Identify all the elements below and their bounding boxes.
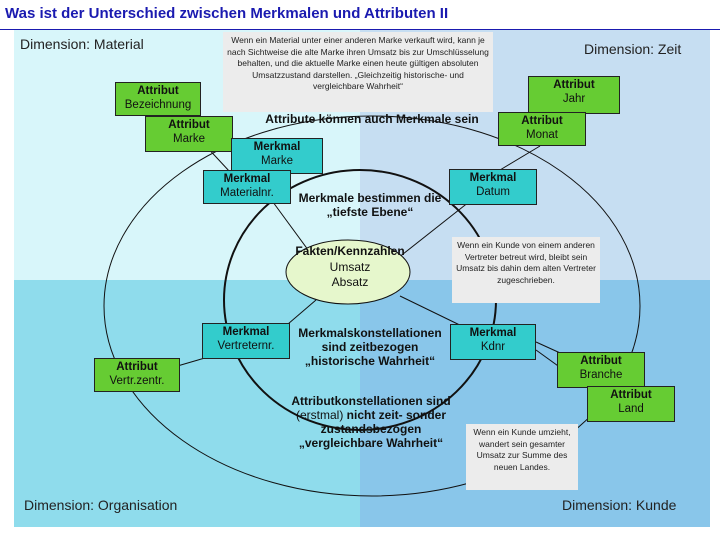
- attribute-branche-kind: Attribut: [580, 355, 622, 367]
- attribute-branche-box: Attribut Branche: [557, 352, 645, 388]
- attribute-monat-name: Monat: [526, 129, 558, 141]
- caption-konst-l3: „historische Wahrheit“: [304, 354, 436, 368]
- caption-attrk-l4: „vergleichbare Wahrheit“: [298, 436, 444, 450]
- caption-merkmalskonstellationen: Merkmalskonstellationen sind zeitbezogen…: [288, 326, 452, 368]
- core-ellipse: [285, 239, 411, 305]
- attribute-bezeichnung-box: Attribut Bezeichnung: [115, 82, 201, 116]
- attribute-vertr-zentr-kind: Attribut: [116, 361, 158, 373]
- caption-attrk-l2a: (erstmal): [295, 408, 344, 422]
- feature-marke-box: Merkmal Marke: [231, 138, 323, 174]
- attribute-bezeichnung-kind: Attribut: [137, 85, 179, 97]
- attribute-marke-kind: Attribut: [168, 119, 210, 131]
- attribute-jahr-kind: Attribut: [553, 79, 595, 91]
- title-divider: [0, 29, 720, 30]
- feature-vertreternr-name: Vertreternr.: [217, 340, 275, 352]
- feature-datum-name: Datum: [476, 186, 510, 198]
- outer-ellipse: [103, 115, 641, 497]
- connector-datum-monat: [499, 145, 541, 171]
- caption-attribute-merkmale: Attribute können auch Merkmale sein: [262, 112, 482, 126]
- feature-marke-name: Marke: [261, 155, 293, 167]
- attribute-monat-kind: Attribut: [521, 115, 563, 127]
- note-vertreter: Wenn ein Kunde von einem anderen Vertret…: [452, 237, 600, 303]
- attribute-marke-box: Attribut Marke: [145, 116, 233, 152]
- dimension-kunde-label: Dimension: Kunde: [562, 497, 677, 513]
- attribute-marke-name: Marke: [173, 133, 205, 145]
- feature-vertreternr-kind: Merkmal: [222, 326, 270, 338]
- feature-materialnr-name: Materialnr.: [220, 187, 274, 199]
- feature-kdnr-box: Merkmal Kdnr: [450, 324, 536, 360]
- core-title: Fakten/Kennzahlen: [295, 244, 405, 258]
- attribute-vertr-zentr-box: Attribut Vertr.zentr.: [94, 358, 180, 392]
- core-line-absatz: Absatz: [331, 275, 369, 289]
- dimension-organisation-label: Dimension: Organisation: [24, 497, 178, 513]
- caption-attrk-l3: zustandsbezogen: [320, 422, 422, 436]
- core-line-umsatz: Umsatz: [329, 260, 371, 274]
- caption-attrk-l2b: nicht zeit- sonder: [343, 408, 447, 422]
- attribute-jahr-box: Attribut Jahr: [528, 76, 620, 114]
- feature-marke-kind: Merkmal: [253, 141, 301, 153]
- caption-attribute-merkmale-text: Attribute können auch Merkmale sein: [265, 112, 479, 126]
- attribute-bezeichnung-name: Bezeichnung: [124, 99, 192, 111]
- quadrant-organisation: [14, 280, 360, 527]
- dimension-zeit-label: Dimension: Zeit: [584, 41, 682, 57]
- feature-datum-kind: Merkmal: [469, 172, 517, 184]
- attribute-monat-box: Attribut Monat: [498, 112, 586, 146]
- caption-konst-l2: sind zeitbezogen: [321, 340, 419, 354]
- feature-materialnr-box: Merkmal Materialnr.: [203, 170, 291, 204]
- attribute-vertr-zentr-name: Vertr.zentr.: [109, 375, 165, 387]
- note-kunde: Wenn ein Kunde umzieht, wandert sein ges…: [466, 424, 578, 490]
- caption-attrk-l1: Attributkonstellationen sind: [291, 394, 451, 408]
- attribute-jahr-name: Jahr: [562, 93, 586, 105]
- caption-merkmale-ebene: Merkmale bestimmen die „tiefste Ebene“: [290, 191, 450, 219]
- connector-core-datum: [397, 197, 475, 259]
- page-title: Was ist der Unterschied zwischen Merkmal…: [5, 5, 449, 22]
- caption-attributkonstellationen: Attributkonstellationen sind (erstmal) n…: [282, 394, 460, 450]
- feature-kdnr-kind: Merkmal: [469, 327, 517, 339]
- caption-merkmale-l2: „tiefste Ebene“: [326, 205, 414, 219]
- dimension-material-label: Dimension: Material: [20, 36, 144, 52]
- attribute-branche-name: Branche: [579, 369, 623, 381]
- feature-kdnr-name: Kdnr: [480, 341, 506, 353]
- feature-vertreternr-box: Merkmal Vertreternr.: [202, 323, 290, 359]
- caption-merkmale-l1: Merkmale bestimmen die: [298, 191, 442, 205]
- feature-materialnr-kind: Merkmal: [223, 173, 271, 185]
- caption-konst-l1: Merkmalskonstellationen: [298, 326, 442, 340]
- core-facts: Fakten/Kennzahlen Umsatz Absatz: [288, 244, 412, 308]
- note-material: Wenn ein Material unter einer anderen Ma…: [223, 32, 493, 112]
- attribute-land-box: Attribut Land: [587, 386, 675, 422]
- feature-datum-box: Merkmal Datum: [449, 169, 537, 205]
- attribute-land-name: Land: [618, 403, 644, 415]
- attribute-land-kind: Attribut: [610, 389, 652, 401]
